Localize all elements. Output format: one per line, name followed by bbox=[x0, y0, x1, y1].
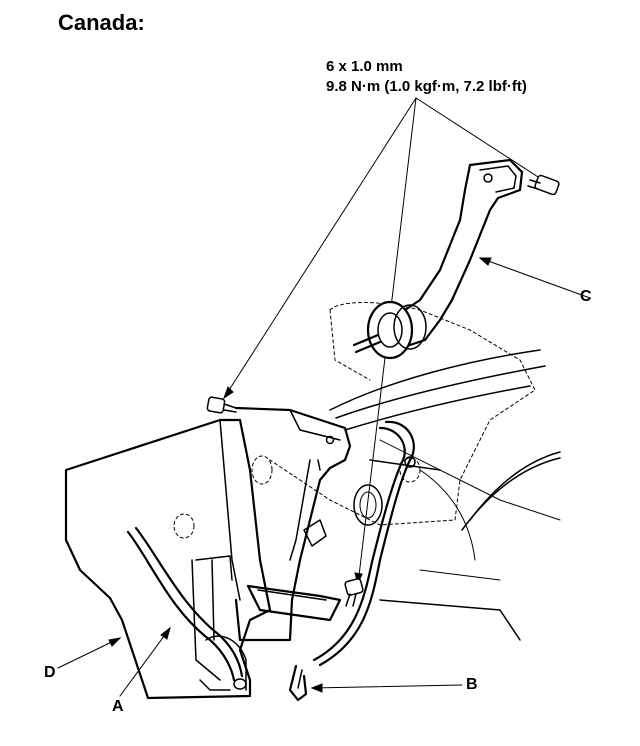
callout-d-arrowhead bbox=[108, 637, 122, 647]
wire-harness bbox=[318, 420, 415, 667]
left-bolt-icon bbox=[206, 396, 237, 414]
callout-c-leader bbox=[479, 257, 591, 299]
car-body-outline bbox=[329, 349, 561, 641]
callout-b-label: B bbox=[466, 676, 478, 693]
fastener-torque-label: 9.8 N·m (1.0 kgf·m, 7.2 lbf·ft) bbox=[326, 78, 527, 95]
callout-b-leader bbox=[311, 684, 463, 689]
callout-d-label: D bbox=[44, 664, 56, 681]
arrowhead-left bbox=[223, 386, 234, 400]
grommet-inner bbox=[359, 491, 377, 519]
lower-bolt-icon bbox=[344, 578, 364, 607]
cable-a-end bbox=[233, 678, 247, 690]
callout-b-arrowhead bbox=[310, 683, 323, 693]
callout-d-leader bbox=[57, 637, 121, 669]
callout-a-leader bbox=[119, 627, 171, 697]
body-grommet-hole bbox=[353, 484, 383, 526]
region-title: Canada: bbox=[58, 10, 145, 35]
fender-liner bbox=[64, 418, 272, 700]
leader-to-upper-bolt bbox=[415, 97, 553, 187]
callout-a-arrowhead bbox=[160, 626, 171, 640]
leader-to-left-bolt bbox=[223, 97, 417, 399]
stud-line bbox=[369, 459, 441, 471]
bracket-c bbox=[352, 158, 524, 360]
cable-a bbox=[126, 530, 236, 682]
bracket-d bbox=[234, 406, 352, 642]
panel-hole-left bbox=[251, 455, 273, 485]
bracket-c-grommet bbox=[366, 300, 414, 360]
upper-bolt-icon bbox=[527, 174, 560, 196]
panel-hole-right bbox=[399, 457, 421, 483]
fastener-size-label: 6 x 1.0 mm bbox=[326, 58, 403, 75]
callout-c-arrowhead bbox=[478, 257, 492, 266]
callout-a-label: A bbox=[112, 698, 124, 715]
bracket-c-bolt-hole bbox=[483, 173, 493, 183]
clip-b bbox=[288, 664, 308, 702]
